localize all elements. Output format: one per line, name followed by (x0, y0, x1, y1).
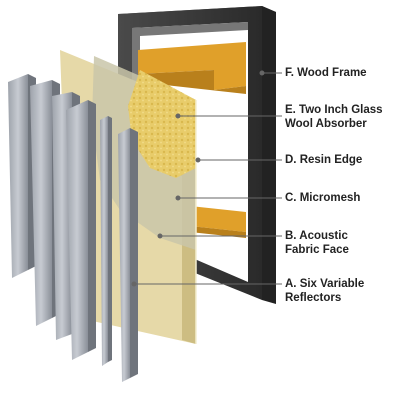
reflector-5-face (108, 116, 112, 362)
leader-lines (131, 70, 282, 287)
wood-strip-bottom (190, 206, 246, 232)
reflector-6-face (130, 128, 138, 378)
frame-side (262, 6, 276, 304)
reflector-4 (66, 100, 88, 360)
reflector-6 (118, 128, 130, 382)
leader-dot-fabric-face (157, 233, 163, 239)
wood-strip-top-shade (138, 70, 246, 94)
label-reflectors: A. Six Variable Reflectors (285, 277, 364, 305)
label-micromesh: C. Micromesh (285, 191, 360, 205)
wood-strip-top (138, 42, 246, 90)
reflector-2 (30, 80, 52, 326)
reflector-3 (52, 92, 72, 340)
leader-dot-glass-wool (175, 113, 181, 119)
label-glass-wool-line-2: Wool Absorber (285, 118, 367, 130)
label-glass-wool: E. Two Inch Glass Wool Absorber (285, 103, 383, 131)
leader-dot-resin-edge (195, 157, 201, 163)
leader-dot-reflectors (131, 281, 137, 287)
label-wood-frame: F. Wood Frame (285, 66, 367, 80)
label-fabric-face-line-1: B. Acoustic (285, 230, 348, 242)
label-resin-edge: D. Resin Edge (285, 153, 362, 167)
reflector-4-face (88, 100, 96, 352)
label-reflectors-line-2: Reflectors (285, 292, 342, 304)
leader-dot-wood-frame (259, 70, 265, 76)
label-fabric-face-line-2: Fabric Face (285, 244, 349, 256)
label-resin-edge-line-1: D. Resin Edge (285, 154, 363, 166)
label-reflectors-line-1: A. Six Variable (285, 278, 365, 290)
reflector-1 (8, 74, 28, 278)
reflectors (8, 74, 138, 382)
glass-wool-absorber (128, 70, 196, 178)
label-wood-frame-line-1: F. Wood Frame (285, 67, 367, 79)
reflector-5 (100, 116, 108, 366)
label-fabric-face: B. Acoustic Fabric Face (285, 229, 349, 257)
wood-strip-bottom-shade (190, 226, 246, 238)
leader-dot-micromesh (175, 195, 181, 201)
label-micromesh-line-1: C. Micromesh (285, 192, 361, 204)
label-glass-wool-line-1: E. Two Inch Glass (285, 104, 383, 116)
